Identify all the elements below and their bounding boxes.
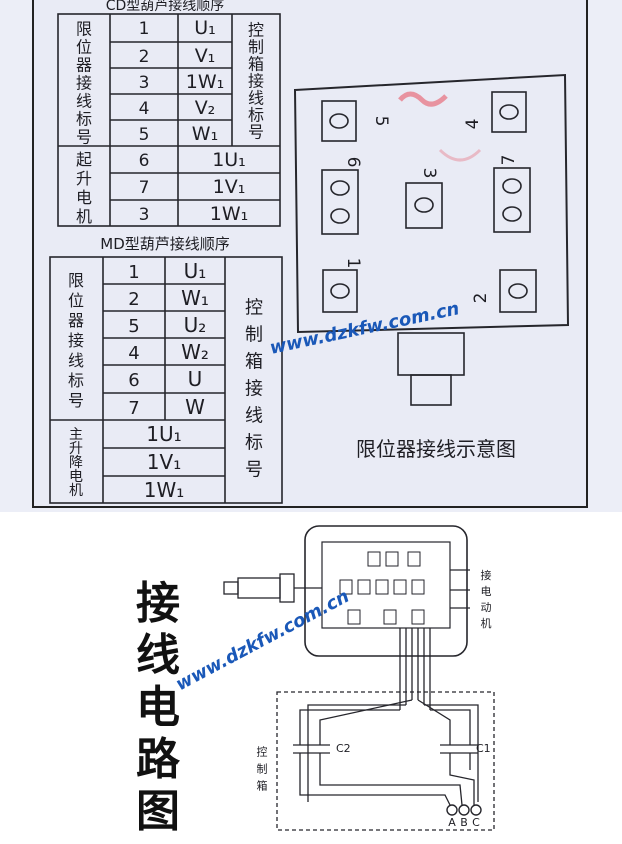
terminal-block-3 <box>405 182 443 229</box>
wiring-sheet-photo <box>32 0 588 508</box>
md-motor-row-terminal: 1V₁ <box>147 450 181 474</box>
terminal-block-1 <box>322 269 358 313</box>
control-box-label: 控制箱 <box>257 745 268 793</box>
cd-motor-row-terminal: 1U₁ <box>212 149 246 171</box>
cd-row-number: 5 <box>139 125 150 145</box>
cd-motor-row-number: 6 <box>139 151 150 171</box>
limiter-diagram: 5 4 6 3 7 1 2 限位器接线示意图 <box>293 73 570 461</box>
terminal-number: 5 <box>371 116 391 127</box>
circuit-title: 接线电路图 <box>136 578 180 837</box>
terminal-number: 6 <box>343 157 363 168</box>
terminal-block-5 <box>321 100 357 142</box>
md-motor-row-terminal: 1U₁ <box>146 422 181 446</box>
md-row-terminal: U₂ <box>184 313 207 337</box>
cd-motor-row-number: 3 <box>139 205 150 225</box>
cd-title: CD型葫芦接线顺序 <box>106 0 225 14</box>
md-limiter-label: 限位器接线标号 <box>68 271 84 410</box>
terminal-number: 4 <box>463 119 483 130</box>
md-row-number: 6 <box>128 370 139 391</box>
md-row-number: 1 <box>128 262 139 283</box>
md-row-terminal: W₁ <box>181 286 209 310</box>
cd-row-terminal: W₁ <box>192 123 218 145</box>
limiter-caption: 限位器接线示意图 <box>356 437 516 461</box>
terminal-block-2 <box>499 269 537 313</box>
cd-row-number: 4 <box>139 99 150 119</box>
md-row-terminal: W <box>185 395 205 419</box>
md-motor-row-terminal: 1W₁ <box>144 478 185 502</box>
cd-row-number: 3 <box>139 73 150 93</box>
terminal-number: 3 <box>419 168 439 179</box>
md-control-box-label: 控制箱接线标号 <box>245 298 263 481</box>
cd-row-terminal: V₁ <box>195 45 216 67</box>
md-row-terminal: U <box>188 367 203 391</box>
red-stamp-mark <box>398 91 448 107</box>
terminal-number: 1 <box>343 258 363 269</box>
md-row-terminal: W₂ <box>181 340 209 364</box>
md-motor-label: 主升降电机 <box>69 427 83 499</box>
cd-limiter-label: 限位器接线标号 <box>76 19 92 146</box>
phase-label: A <box>448 816 456 829</box>
cd-motor-row-number: 7 <box>139 178 150 198</box>
cd-motor-row-terminal: 1W₁ <box>210 203 249 225</box>
motor-connection-label: 接电动机 <box>481 569 492 630</box>
md-row-number: 7 <box>128 398 139 419</box>
md-row-number: 2 <box>128 289 139 310</box>
cd-control-box-label: 控制箱接线标号 <box>248 21 264 142</box>
phase-label: B <box>460 816 468 829</box>
red-stamp-mark <box>438 148 482 162</box>
contactor-c1-label: C1 <box>476 742 491 755</box>
terminal-block-6 <box>321 169 359 235</box>
md-row-number: 4 <box>128 343 139 364</box>
cd-row-terminal: 1W₁ <box>186 71 225 93</box>
terminal-number: 2 <box>471 293 491 304</box>
phase-label: C <box>472 816 480 829</box>
cd-row-terminal: U₁ <box>194 17 216 39</box>
terminal-number: 7 <box>499 155 519 166</box>
cd-motor-row-terminal: 1V₁ <box>213 176 246 198</box>
terminal-block-4 <box>491 91 527 133</box>
cd-row-terminal: V₂ <box>195 97 216 119</box>
md-row-terminal: U₁ <box>184 259 207 283</box>
terminal-block-7 <box>493 167 531 233</box>
cd-row-number: 2 <box>139 47 150 67</box>
md-title: MD型葫芦接线顺序 <box>100 235 230 253</box>
cd-motor-label: 起升电机 <box>76 150 92 226</box>
md-row-number: 5 <box>128 316 139 337</box>
contactor-c2-label: C2 <box>336 742 351 755</box>
cd-row-number: 1 <box>139 19 150 39</box>
